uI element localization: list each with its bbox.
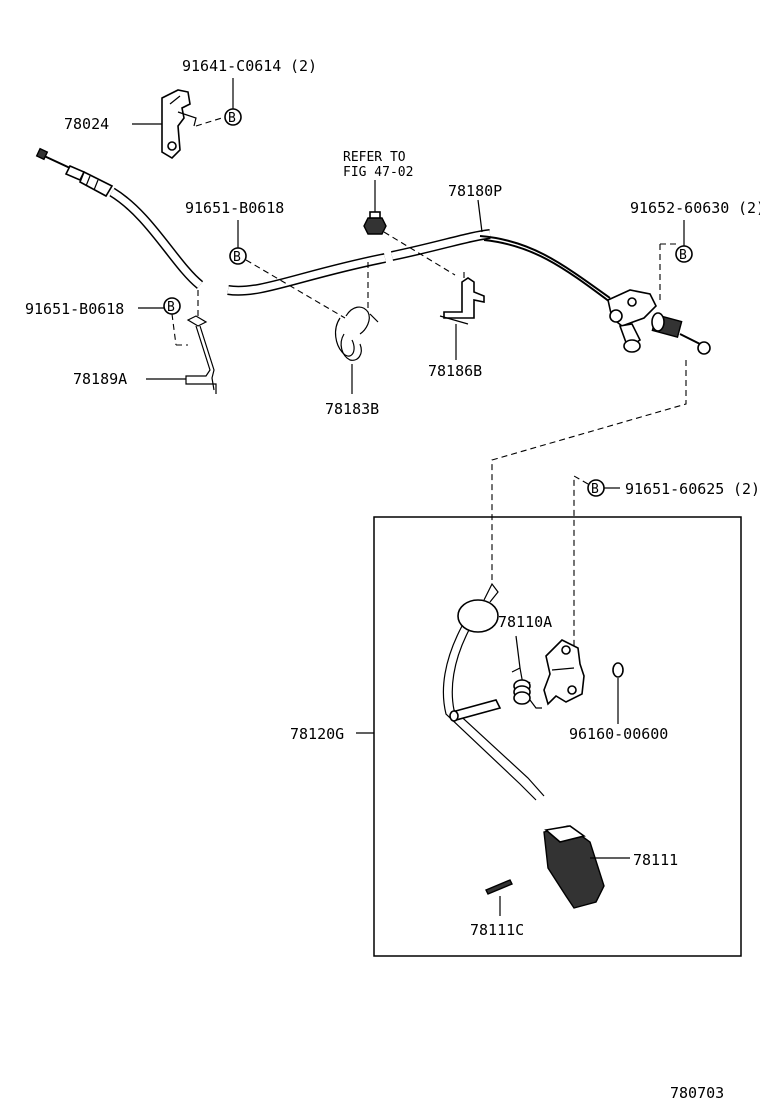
label-78120g: 78120G — [290, 725, 344, 743]
pedal-assembly-box — [373, 516, 742, 957]
label-refer-1: REFER TO — [343, 150, 406, 165]
label-78186b: 78186B — [428, 362, 482, 380]
label-refer-2: FIG 47-02 — [343, 165, 413, 180]
bolt-mark: B — [233, 250, 241, 265]
figure-id: 780703 — [670, 1084, 724, 1102]
cable-78180p — [227, 229, 611, 303]
label-91641-qty: (2) — [290, 57, 317, 75]
label-91641: 91641-C0614 — [182, 57, 281, 75]
label-78180p: 78180P — [448, 182, 502, 200]
label-78189a: 78189A — [73, 370, 127, 388]
clip-96160 — [612, 662, 624, 678]
label-91651-60625: 91651-60625 — [625, 480, 724, 498]
label-96160: 96160-00600 — [569, 725, 668, 743]
cable-right-end — [607, 289, 711, 355]
bolt-symbol-91641: B — [224, 108, 242, 126]
cable-left-end — [35, 147, 204, 289]
label-78110a: 78110A — [498, 613, 552, 631]
pedal-pad-78111 — [543, 825, 605, 909]
label-91651-left: 91651-B0618 — [25, 300, 124, 318]
clip-78183b — [334, 262, 379, 361]
label-78111c: 78111C — [470, 921, 524, 939]
bolt-mark: B — [228, 111, 236, 126]
label-78111: 78111 — [633, 851, 678, 869]
bolt-symbol-91652: B — [675, 245, 693, 263]
spring-78110a — [511, 667, 542, 709]
pedal-arm-78120g — [442, 582, 545, 801]
label-91651-top: 91651-B0618 — [185, 199, 284, 217]
bolt-symbol-91651-60625: B — [587, 479, 605, 497]
label-91652: 91652-60630 — [630, 199, 729, 217]
bracket-78186b — [439, 272, 485, 325]
label-91651-60625-qty: (2) — [733, 480, 760, 498]
bracket-78024 — [161, 89, 197, 160]
bolt-symbol-91651-left: B — [163, 297, 181, 315]
bolt-mark: B — [167, 300, 175, 315]
pin-78111c — [485, 879, 513, 895]
bracket-78189a — [185, 315, 217, 394]
nut-refer-fig — [363, 211, 387, 235]
pedal-bracket — [543, 639, 585, 706]
label-78024: 78024 — [64, 115, 109, 133]
label-91652-qty: (2) — [738, 199, 760, 217]
label-78183b: 78183B — [325, 400, 379, 418]
bolt-symbol-91651-top: B — [229, 247, 247, 265]
bolt-mark: B — [679, 248, 687, 263]
bolt-mark: B — [591, 482, 599, 497]
